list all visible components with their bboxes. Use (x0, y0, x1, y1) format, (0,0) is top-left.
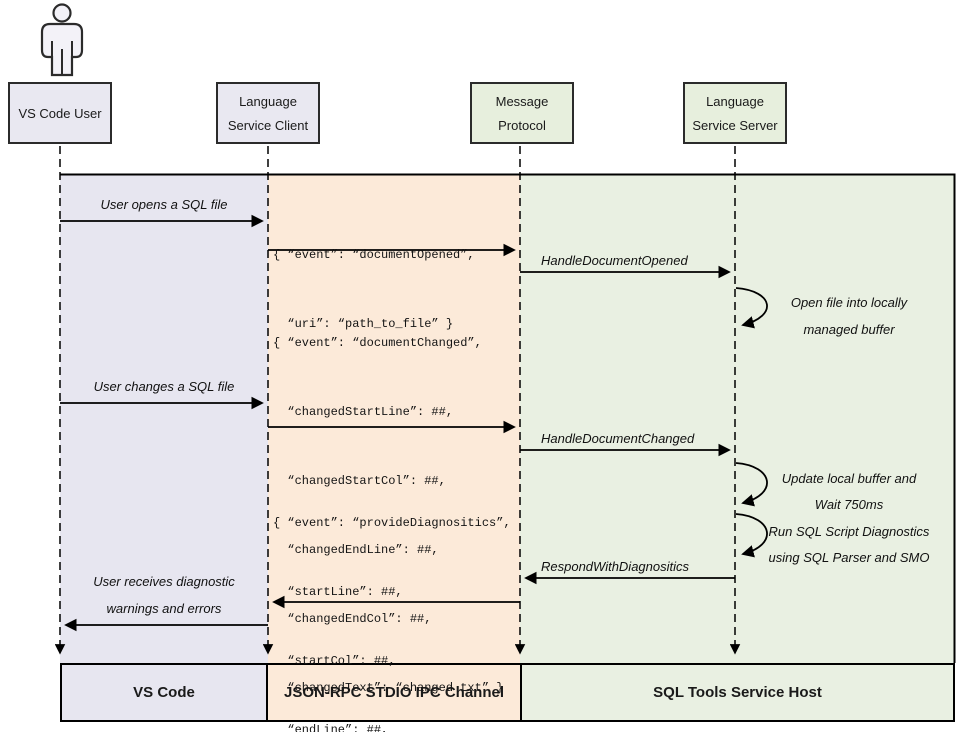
label-user-receives-line1: User receives diagnostic (93, 574, 235, 589)
payload-document-changed: { “event”: “documentChanged”, “changedSt… (273, 286, 503, 732)
lane-ipc-channel (268, 174, 520, 663)
person-icon (40, 3, 84, 77)
label-handle-document-opened: HandleDocumentOpened (541, 253, 688, 268)
label-user-changes-file: User changes a SQL file (93, 379, 235, 394)
payload-provide-diagnostics: { “event”: “provideDiagnositics”, “start… (273, 466, 511, 732)
actor-label: Language (239, 93, 297, 109)
actor-label: Service Client (227, 117, 309, 133)
actor-box-language-service-client: Language Service Client (216, 82, 320, 144)
region-border (60, 173, 956, 663)
actor-box-language-service-server: Language Service Server (683, 82, 787, 144)
note-update-line2: Wait 750ms (814, 497, 884, 512)
footer-label: VS Code (133, 684, 195, 701)
actor-label: Language (706, 93, 764, 109)
payload-line: “endLine”: ##, (273, 723, 389, 732)
loop-run-diagnostics (735, 513, 768, 558)
payload-line: { “event”: “provideDiagnositics”, (273, 516, 511, 530)
footer-label: SQL Tools Service Host (653, 684, 822, 701)
payload-line: { “event”: “documentOpened”, (273, 248, 475, 262)
lane-vscode (60, 174, 268, 663)
label-user-opens-file: User opens a SQL file (100, 197, 228, 212)
actor-box-message-protocol: Message Protocol (470, 82, 574, 144)
payload-line: “changedStartLine”: ##, (273, 405, 454, 419)
label-handle-document-changed: HandleDocumentChanged (541, 431, 695, 446)
actor-label: Protocol (498, 117, 546, 133)
actor-label: Message (495, 93, 549, 109)
note-open-buffer-line1: Open file into locally (790, 295, 908, 310)
payload-line: “changedEndLine”: ##, (273, 543, 439, 557)
note-run-line1: Run SQL Script Diagnostics (768, 524, 930, 539)
label-respond-with-diagnostics: RespondWithDiagnositics (541, 559, 690, 574)
loop-open-file-buffer (735, 287, 768, 329)
footer-box-vscode: VS Code (60, 663, 268, 722)
payload-line: “startCol”: ##, (273, 654, 396, 668)
note-update-line1: Update local buffer and (781, 471, 917, 486)
payload-line: “changedStartCol”: ##, (273, 474, 446, 488)
payload-line: “uri”: “path_to_file” } (273, 317, 454, 331)
note-open-buffer-line2: managed buffer (803, 322, 895, 337)
lane-service-host (520, 174, 955, 663)
payload-line: “changedText”: “changed txt” } (273, 681, 504, 695)
actor-box-vscode-user: VS Code User (8, 82, 112, 144)
actor-label: Service Server (692, 117, 778, 133)
payload-line: “startLine”: ##, (273, 585, 403, 599)
note-run-line2: using SQL Parser and SMO (768, 550, 930, 565)
label-user-receives-line2: warnings and errors (106, 601, 222, 616)
payload-line: { “event”: “documentChanged”, (273, 336, 482, 350)
actor-label: VS Code User (18, 105, 102, 121)
loop-update-buffer (735, 462, 768, 507)
footer-label: JSON-RPC STDIO IPC Channel (283, 684, 505, 701)
payload-line: “changedEndCol”: ##, (273, 612, 432, 626)
payload-document-opened: { “event”: “documentOpened”, “uri”: “pat… (273, 198, 475, 382)
footer-box-service-host: SQL Tools Service Host (520, 663, 955, 722)
